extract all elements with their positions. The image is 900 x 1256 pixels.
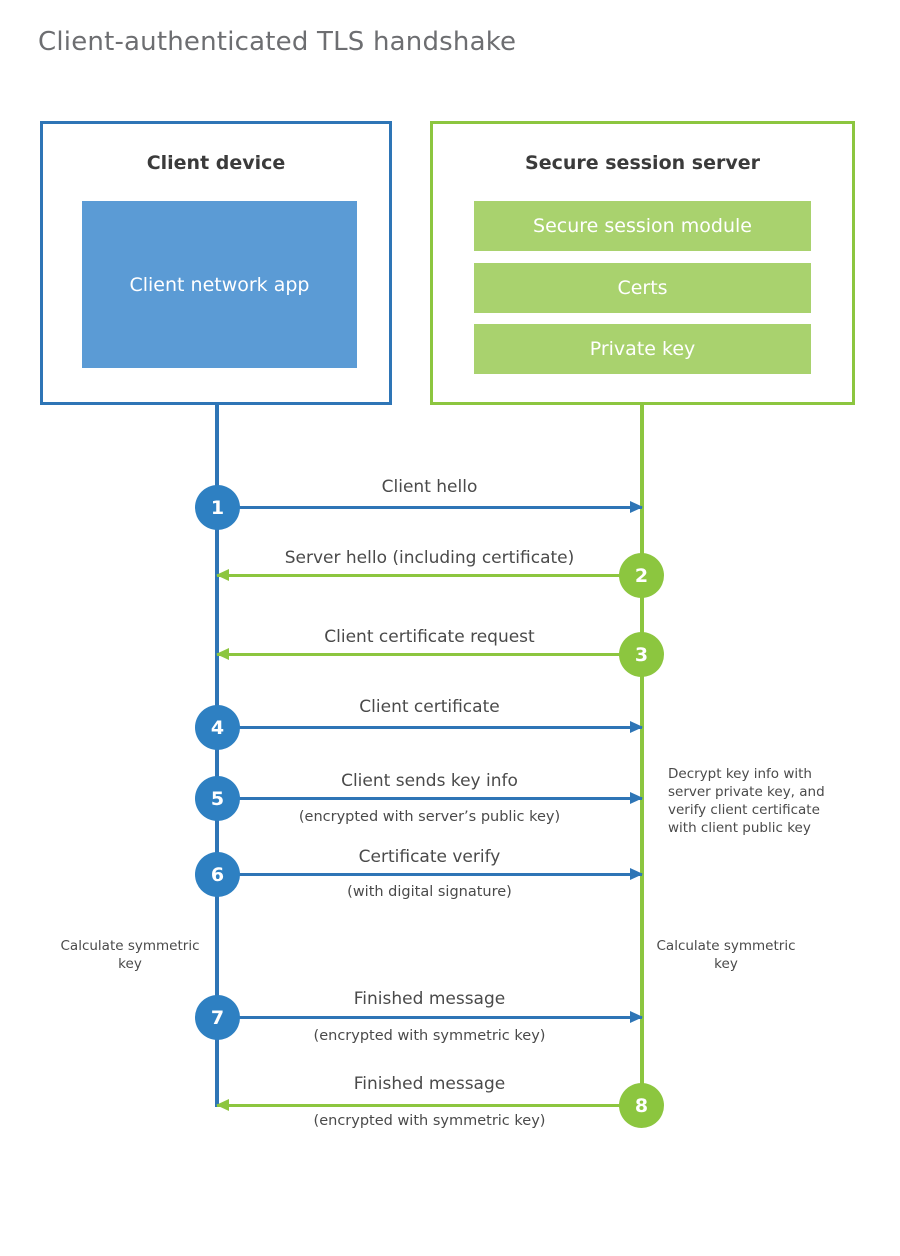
step-5-arrow: [217, 792, 643, 804]
step-6-marker[interactable]: 6: [195, 852, 240, 897]
step-8-label: Finished message: [353, 1074, 506, 1094]
arrow-head-left-icon: [216, 1099, 229, 1111]
server-component-secure-session-module: Secure session module: [474, 201, 811, 251]
arrow-head-right-icon: [630, 501, 643, 513]
arrow-head-right-icon: [630, 1011, 643, 1023]
server-component-certs: Certs: [474, 263, 811, 313]
arrow-head-left-icon: [216, 569, 229, 581]
page-title: Client-authenticated TLS handshake: [38, 27, 517, 57]
server-decrypt-note: Decrypt key info with server private key…: [668, 766, 825, 836]
step-6-sublabel: (with digital signature): [347, 884, 512, 900]
step-5-label: Client sends key info: [341, 771, 518, 791]
step-1-arrow: [217, 501, 643, 513]
step-7-sublabel: (encrypted with symmetric key): [313, 1028, 546, 1044]
step-4-arrow: [217, 721, 643, 733]
step-7-label: Finished message: [353, 989, 506, 1009]
server-component-private-key: Private key: [474, 324, 811, 374]
step-5-sublabel: (encrypted with server’s public key): [298, 809, 561, 825]
arrow-head-right-icon: [630, 868, 643, 880]
server-calculate-symmetric-key-note: Calculate symmetric key: [656, 938, 796, 972]
step-2-label: Server hello (including certificate): [284, 548, 575, 568]
step-5-marker[interactable]: 5: [195, 776, 240, 821]
step-3-marker[interactable]: 3: [619, 632, 664, 677]
step-1-label: Client hello: [381, 477, 478, 497]
step-3-label: Client certificate request: [324, 627, 535, 647]
step-4-marker[interactable]: 4: [195, 705, 240, 750]
step-3-arrow: [216, 648, 642, 660]
step-8-arrow: [216, 1099, 642, 1111]
step-6-arrow: [217, 868, 643, 880]
step-1-marker[interactable]: 1: [195, 485, 240, 530]
step-8-marker[interactable]: 8: [619, 1083, 664, 1128]
step-2-marker[interactable]: 2: [619, 553, 664, 598]
step-7-marker[interactable]: 7: [195, 995, 240, 1040]
step-8-sublabel: (encrypted with symmetric key): [313, 1113, 546, 1129]
step-2-arrow: [216, 569, 642, 581]
step-4-label: Client certificate: [359, 697, 500, 717]
client-device-title: Client device: [146, 152, 286, 174]
client-network-app-block: Client network app: [82, 201, 357, 368]
arrow-head-left-icon: [216, 648, 229, 660]
client-calculate-symmetric-key-note: Calculate symmetric key: [60, 938, 200, 972]
step-6-label: Certificate verify: [358, 847, 501, 867]
client-lifeline: [215, 403, 219, 1107]
secure-session-server-box: Secure session server Secure session mod…: [430, 121, 855, 405]
server-lifeline: [640, 403, 644, 1107]
client-device-box: Client device Client network app: [40, 121, 392, 405]
arrow-head-right-icon: [630, 792, 643, 804]
step-7-arrow: [217, 1011, 643, 1023]
arrow-head-right-icon: [630, 721, 643, 733]
secure-session-server-title: Secure session server: [525, 152, 760, 174]
